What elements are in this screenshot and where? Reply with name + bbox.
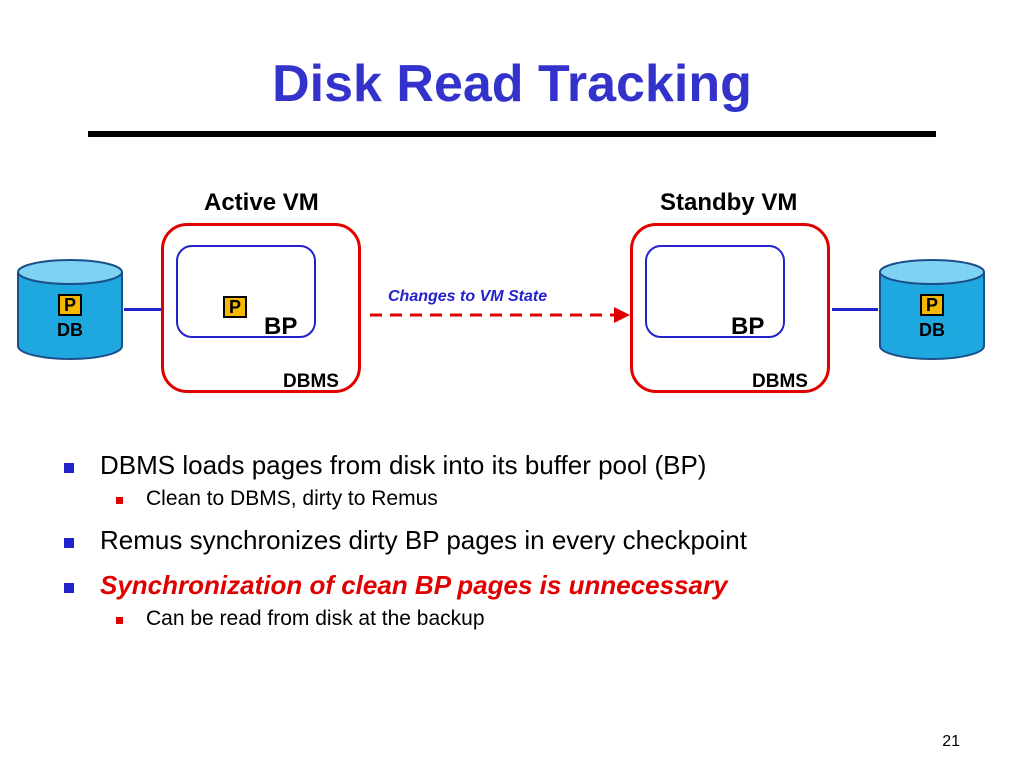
bullet-marker [64,583,74,593]
bullet-text: Remus synchronizes dirty BP pages in eve… [100,525,747,555]
bullet-text: Synchronization of clean BP pages is unn… [100,570,728,600]
left-db-page-marker: P [58,294,82,316]
bullet-text: DBMS loads pages from disk into its buff… [100,450,707,480]
bullet-item-emphasis: Synchronization of clean BP pages is unn… [60,570,1000,601]
sub-bullet-item: Clean to DBMS, dirty to Remus [60,487,1000,511]
sub-bullet-marker [116,617,123,624]
changes-arrow-label: Changes to VM State [388,288,548,305]
standby-dbms-label: DBMS [752,371,808,392]
active-page-marker: P [223,296,247,318]
right-db-label: DB [919,320,945,340]
right-db-connector [832,308,878,311]
bullet-item: Remus synchronizes dirty BP pages in eve… [60,525,1000,556]
left-db-label: DB [57,320,83,340]
standby-vm-label: Standby VM [660,189,798,216]
title-rule [88,131,936,137]
standby-bp-label: BP [731,313,765,340]
bullet-list: DBMS loads pages from disk into its buff… [60,450,1000,645]
active-dbms-label: DBMS [283,371,339,392]
active-vm-box [161,223,361,393]
active-buffer-pool [176,245,316,338]
left-db-connector [124,308,161,311]
active-bp-label: BP [264,313,298,340]
changes-arrow-icon [370,307,630,323]
sub-bullet-text: Can be read from disk at the backup [146,607,485,630]
standby-vm-box [630,223,830,393]
right-db-page-marker: P [920,294,944,316]
bullet-marker [64,538,74,548]
sub-bullet-item: Can be read from disk at the backup [60,607,1000,631]
sub-bullet-text: Clean to DBMS, dirty to Remus [146,487,438,510]
sub-bullet-marker [116,497,123,504]
standby-buffer-pool [645,245,785,338]
slide-title: Disk Read Tracking [272,55,752,113]
bullet-item: DBMS loads pages from disk into its buff… [60,450,1000,481]
bullet-marker [64,463,74,473]
active-vm-label: Active VM [204,189,319,216]
page-number: 21 [942,733,960,750]
